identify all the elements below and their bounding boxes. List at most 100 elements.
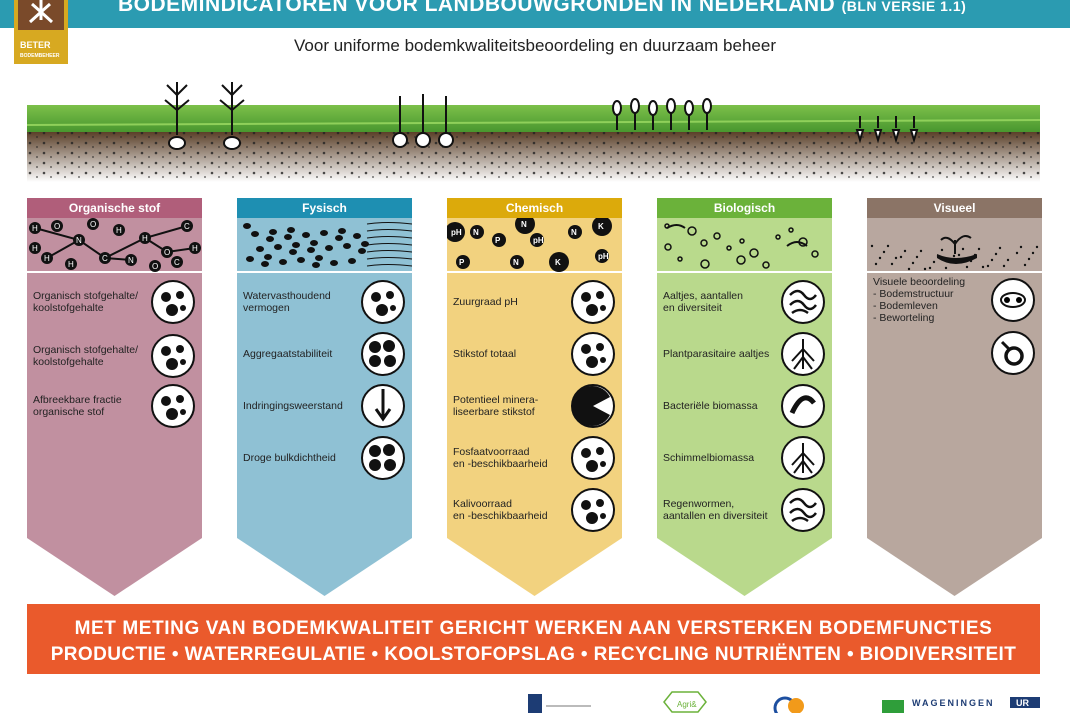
svg-text:O: O — [152, 262, 158, 271]
indicator-item: Aggregaatstabiliteit — [243, 332, 408, 376]
bo-logo — [773, 696, 804, 713]
svg-text:N: N — [473, 228, 479, 237]
nitrogen-icon — [571, 332, 615, 376]
svg-text:H: H — [68, 260, 74, 269]
indicator-item: Droge bulkdichtheid — [243, 436, 408, 480]
wur-badge: UR — [1016, 698, 1029, 708]
logo-text-2: BODEMBEHEER — [20, 53, 60, 59]
indicator-item: Indringingsweerstand — [243, 384, 408, 428]
svg-text:N: N — [571, 228, 577, 237]
ph-icon — [571, 280, 615, 324]
potassium-icon — [571, 488, 615, 532]
root-parasite-icon — [781, 332, 825, 376]
bulk-density-icon — [361, 436, 405, 480]
banner-line-2: PRODUCTIE • WATERREGULATIE • KOOLSTOFOPS… — [50, 644, 1017, 665]
title-bar — [0, 0, 1070, 28]
svg-text:C: C — [174, 258, 180, 267]
indicator-item: Zuurgraad pH — [453, 280, 618, 324]
earthworm-icon — [781, 488, 825, 532]
water-retention-icon — [361, 280, 405, 324]
page-title: BODEMINDICATOREN VOOR LANDBOUWGRONDEN IN… — [118, 0, 966, 17]
indicator-label: Indringingsweerstand — [243, 400, 343, 412]
banner-line-1: MET METING VAN BODEMKWALITEIT GERICHT WE… — [74, 618, 993, 639]
svg-text:H: H — [142, 234, 148, 243]
indicator-label: Organisch stofgehalte/ koolstofgehalte — [33, 344, 139, 368]
penetration-icon — [361, 384, 405, 428]
molecule-icon — [151, 334, 195, 378]
indicator-label: Plantparasitaire aaltjes — [663, 348, 770, 360]
indicator-item: Aaltjes, aantallen en diversiteit — [663, 280, 828, 324]
indicator-label: Fosfaatvoorraad en -beschikbaarheid — [453, 446, 548, 470]
drops-icon — [151, 384, 195, 428]
column-title: Biologisch — [713, 201, 776, 215]
svg-text:H: H — [192, 244, 198, 253]
indicator-item: Plantparasitaire aaltjes — [663, 332, 828, 376]
indicator-item: Organisch stofgehalte/ koolstofgehalte — [33, 334, 198, 378]
svg-text:C: C — [184, 222, 190, 231]
svg-text:pH: pH — [598, 252, 609, 261]
svg-text:P: P — [459, 258, 465, 267]
bacteria-icon — [781, 384, 825, 428]
svg-text:O: O — [164, 248, 170, 257]
fungi-icon — [781, 436, 825, 480]
nematode-icon — [781, 280, 825, 324]
indicator-item: Visuele beoordeling - Bodemstructuur - B… — [873, 276, 1038, 375]
ministry-logo — [528, 694, 591, 713]
soil-functions-banner: MET METING VAN BODEMKWALITEIT GERICHT WE… — [27, 604, 1040, 674]
eye-icon — [991, 278, 1035, 322]
wheat-plants-icon — [612, 98, 712, 130]
svg-text:pH: pH — [533, 236, 544, 245]
svg-text:N: N — [76, 236, 82, 245]
column-title: Organische stof — [68, 201, 161, 215]
indicator-item: Bacteriële biomassa — [663, 384, 828, 428]
potato-plants-icon — [164, 82, 245, 150]
svg-text:H: H — [32, 224, 38, 233]
beet-plants-icon — [855, 116, 919, 144]
wur-text: WAGENINGEN — [912, 698, 995, 708]
plant-residue-icon — [151, 280, 195, 324]
indicator-label: Afbreekbare fractie organische stof — [33, 394, 122, 418]
column-illustration — [237, 218, 412, 272]
column-title: Fysisch — [302, 201, 347, 215]
svg-text:pH: pH — [451, 228, 462, 237]
indicator-item: Schimmelbiomassa — [663, 436, 828, 480]
ring-icon — [991, 331, 1035, 375]
indicator-label: Zuurgraad pH — [453, 296, 518, 308]
page-subtitle: Voor uniforme bodemkwaliteitsbeoordeling… — [294, 36, 776, 55]
svg-text:C: C — [102, 254, 108, 263]
agri-logo-text: Agri& — [677, 700, 697, 709]
indicator-label: Potentieel minera- liseerbare stikstof — [453, 394, 539, 418]
indicator-label: Watervasthoudend vermogen — [243, 290, 331, 314]
svg-text:H: H — [116, 226, 122, 235]
title-text: BODEMINDICATOREN VOOR LANDBOUWGRONDEN IN… — [118, 0, 836, 16]
column-title: Visueel — [933, 201, 976, 215]
indicator-item: Kalivoorraad en -beschikbaarheid — [453, 488, 618, 532]
indicator-item: Watervasthoudend vermogen — [243, 280, 408, 324]
field-illustration — [27, 82, 1040, 182]
indicator-item: Afbreekbare fractie organische stof — [33, 384, 198, 428]
title-version: (BLN VERSIE 1.1) — [841, 0, 967, 14]
column-title: Chemisch — [505, 201, 564, 215]
column-illustration — [657, 218, 832, 272]
svg-text:O: O — [54, 222, 60, 231]
aggregate-icon — [361, 332, 405, 376]
svg-text:P: P — [495, 236, 501, 245]
svg-text:N: N — [513, 258, 519, 267]
beter-bodembeheer-logo: BETER BODEMBEHEER — [14, 0, 68, 64]
indicator-item: Regenwormen, aantallen en diversiteit — [663, 488, 828, 532]
mineralisation-icon — [571, 384, 615, 428]
indicator-label: Stikstof totaal — [453, 348, 517, 360]
svg-text:K: K — [598, 222, 604, 231]
indicator-label: Regenwormen, aantallen en diversiteit — [663, 498, 768, 522]
svg-text:N: N — [128, 256, 134, 265]
indicator-label: Visuele beoordeling - Bodemstructuur - B… — [873, 276, 966, 324]
onion-plants-icon — [392, 94, 454, 148]
indicator-label: Bacteriële biomassa — [663, 400, 758, 412]
